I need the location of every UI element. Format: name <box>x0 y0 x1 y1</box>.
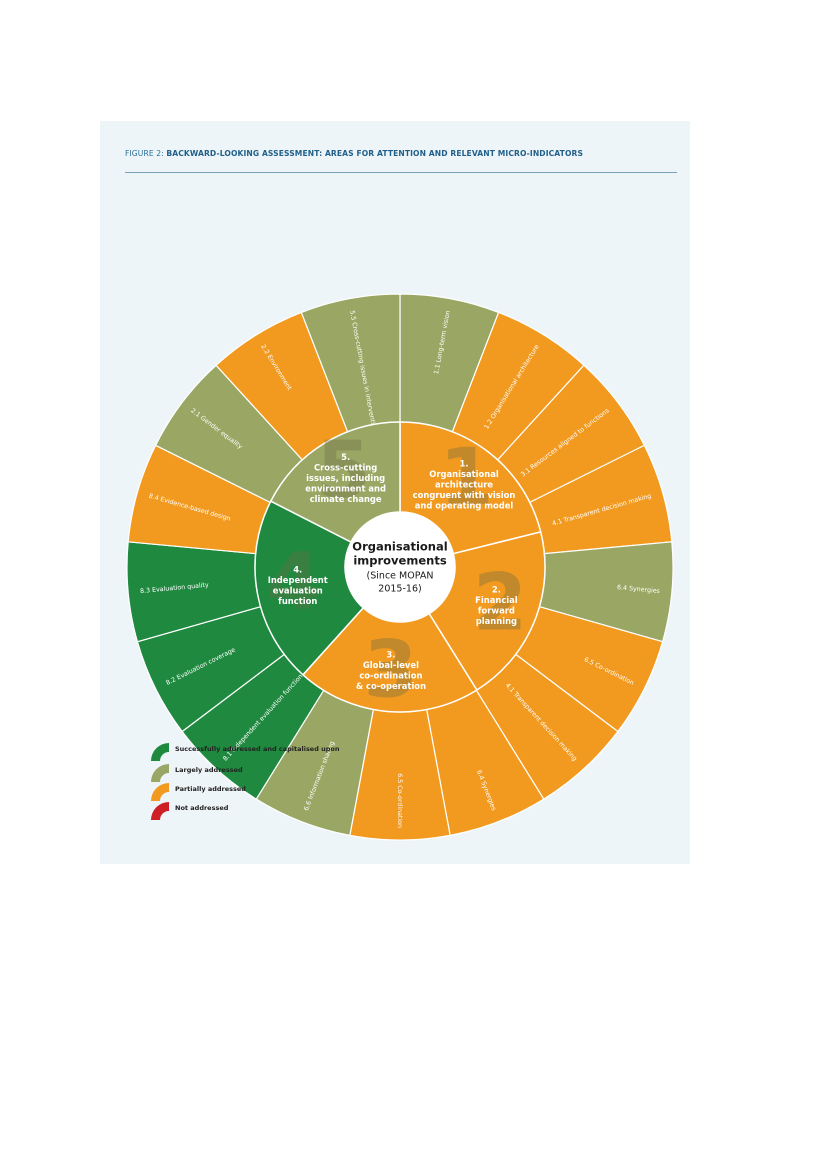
center-subtitle-line2: 2015-16) <box>378 584 421 595</box>
area-big-number-2: 2 <box>473 558 527 648</box>
segment-label-9: 6.5 Co-ordination <box>396 773 403 828</box>
area-5-label-line-2: Cross-cutting <box>314 462 377 472</box>
title-divider <box>125 172 677 173</box>
center-title-line2: improvements <box>353 554 446 568</box>
area-1-label-line-2: Organisational <box>429 469 499 479</box>
area-5-label-line-3: issues, including <box>306 473 385 483</box>
center-circle <box>345 512 455 622</box>
legend-label-not: Not addressed <box>175 804 229 812</box>
area-4-label-line-1: 4. <box>293 565 302 575</box>
legend-item-not: Not addressed <box>150 801 410 821</box>
legend-label-largely: Largely addressed <box>175 766 243 774</box>
center-hub: Organisational improvements (Since MOPAN… <box>345 512 455 622</box>
area-2-label-line-2: Financial <box>475 595 518 605</box>
legend-swatch-partially <box>151 783 169 801</box>
area-3-label-line-3: co-ordination <box>359 670 422 680</box>
area-4-label-line-3: evaluation <box>273 586 323 596</box>
legend-swatch-successfully <box>151 743 169 761</box>
area-3-label-line-2: Global-level <box>363 660 419 670</box>
area-3-label-line-1: 3. <box>386 649 395 659</box>
area-3-label-line-4: & co-operation <box>356 681 426 691</box>
area-1-label-line-5: and operating model <box>415 501 514 511</box>
figure-title-prefix: FIGURE 2: <box>125 149 167 158</box>
legend-item-partially: Partially addressed <box>150 782 410 802</box>
figure-title-main: BACKWARD-LOOKING ASSESSMENT: AREAS FOR A… <box>166 149 584 158</box>
area-big-number-5: 5 <box>316 426 370 516</box>
area-1-label-line-3: architecture <box>435 480 493 490</box>
area-big-number-1: 1 <box>439 433 493 523</box>
area-5-label-line-4: environment and <box>305 483 386 493</box>
area-2-label-line-1: 2. <box>492 585 501 595</box>
area-2-label-line-3: forward <box>478 606 515 616</box>
center-title-line1: Organisational <box>352 540 447 554</box>
area-4-label-line-4: function <box>278 596 317 606</box>
legend-item-largely: Largely addressed <box>150 763 410 783</box>
legend-swatch-not <box>151 802 169 820</box>
area-4-label-line-2: Independent <box>268 575 328 585</box>
area-big-number-4: 4 <box>267 538 321 628</box>
figure-title: FIGURE 2: BACKWARD-LOOKING ASSESSMENT: A… <box>125 149 680 158</box>
area-2-label-line-4: planning <box>476 616 517 626</box>
area-5-label-line-5: climate change <box>310 494 382 504</box>
legend-label-partially: Partially addressed <box>175 785 246 793</box>
segment-label-5: 6.4 Synergies <box>617 584 660 595</box>
center-subtitle-line1: (Since MOPAN <box>367 571 434 582</box>
area-1-label-line-1: 1. <box>460 459 469 469</box>
area-5-label-line-1: 5. <box>341 452 350 462</box>
area-big-number-3: 3 <box>363 626 417 716</box>
legend-item-successfully: Successfully addressed and capitalised u… <box>150 742 410 762</box>
legend-swatch-largely <box>151 764 169 782</box>
legend-label-successfully: Successfully addressed and capitalised u… <box>175 745 340 753</box>
area-1-label-line-4: congruent with vision <box>413 490 516 500</box>
